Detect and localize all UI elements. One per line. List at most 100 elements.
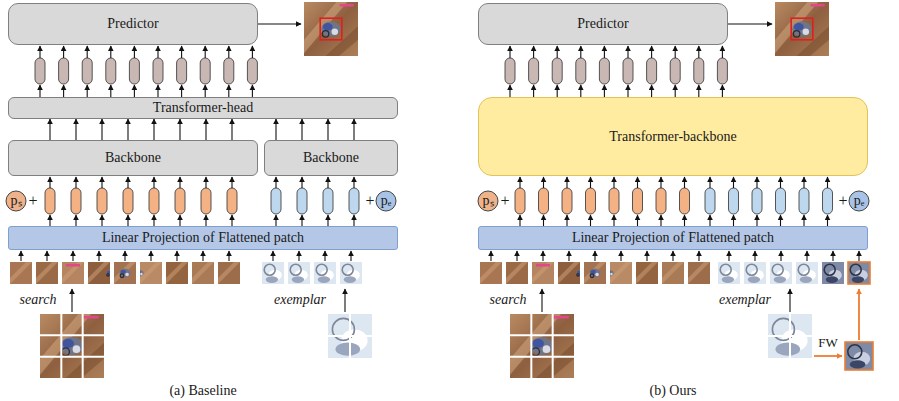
bike-body [530, 337, 553, 355]
flow-arrow [675, 85, 676, 97]
grid-gap [552, 314, 554, 378]
clipped-image [304, 2, 358, 56]
bike-wheel [62, 348, 70, 356]
output-token [247, 58, 257, 84]
clipped-image [192, 262, 214, 284]
feature-arrow [301, 119, 302, 140]
flow-arrow [613, 177, 614, 188]
bike-wheel [532, 348, 540, 356]
overlay-bar [82, 316, 99, 319]
clipped-image [845, 342, 873, 370]
exemplar-rider [722, 276, 734, 283]
search-patch [584, 262, 606, 284]
exemplar-rider [775, 343, 800, 356]
patch-streak [10, 262, 32, 284]
grid-gap [60, 314, 62, 378]
subfigure-caption: (a) Baseline [169, 383, 236, 398]
clipped-image [744, 262, 766, 284]
position-embedding-circle: pₑ [848, 190, 870, 212]
patch-streak [36, 262, 58, 284]
flow-arrow [728, 23, 772, 24]
feature-arrow [101, 119, 102, 140]
flow-arrow [153, 215, 154, 226]
flow-arrow [709, 177, 710, 188]
predictor-box: Predictor [478, 3, 728, 45]
output-token [647, 58, 657, 84]
flow-arrow [205, 177, 206, 188]
grid-gap [82, 314, 84, 378]
exemplar-wheel [772, 264, 783, 275]
bike-wheel [577, 274, 579, 276]
grid-gap [510, 356, 574, 358]
bike-body [590, 269, 601, 277]
exemplar-rider [292, 276, 304, 283]
flow-arrow [275, 215, 276, 226]
flow-arrow [49, 177, 50, 188]
exemplar-ground [744, 262, 766, 284]
flow-arrow [150, 251, 151, 261]
exemplar-wheel [798, 264, 809, 275]
exemplar-wheel [850, 264, 861, 275]
clipped-image [822, 262, 844, 284]
exemplar-ground [845, 342, 873, 370]
flow-arrow [324, 251, 325, 261]
exemplar-wheel [342, 264, 353, 275]
patch-streak [688, 262, 710, 284]
clipped-image [40, 314, 104, 378]
bike-wheel [322, 31, 328, 37]
dirt-ground [775, 2, 829, 56]
tracking-box [320, 18, 342, 40]
clipped-image [506, 262, 528, 284]
feature-arrow [75, 119, 76, 140]
bike-body [106, 270, 110, 276]
flow-arrow [231, 215, 232, 226]
output-token [35, 58, 45, 84]
clipped-image [584, 262, 606, 284]
exemplar-token [799, 188, 809, 214]
flow-arrow [637, 215, 638, 226]
bike-body [321, 21, 340, 36]
clipped-image [288, 262, 310, 284]
node-text: Backbone [105, 150, 161, 165]
flow-arrow [72, 251, 73, 261]
feature-arrow [231, 119, 232, 140]
flow-arrow [557, 46, 558, 58]
exemplar-rider [850, 360, 866, 368]
search-token [656, 188, 666, 214]
flow-arrow [651, 85, 652, 97]
clipped-image [768, 314, 812, 358]
flow-arrow [590, 177, 591, 188]
rider [323, 23, 333, 31]
clipped-image [510, 314, 574, 378]
grid-gap [40, 334, 104, 336]
panel-illustration [480, 2, 873, 378]
node-text: Linear Projection of Flattened patch [102, 230, 304, 245]
flow-arrow [733, 177, 734, 188]
operation-label: FW [818, 336, 838, 350]
circle-shape [849, 191, 869, 211]
flow-arrow [620, 251, 621, 261]
bike-highlight [610, 273, 612, 275]
search-patch [636, 262, 658, 284]
grid-gap [530, 314, 532, 378]
rider [140, 271, 141, 274]
flow-arrow [39, 85, 40, 97]
search-token [515, 188, 525, 214]
bike-body [120, 269, 131, 277]
flow-arrow [179, 177, 180, 188]
flow-arrow [98, 251, 99, 261]
node-text: pₛ [11, 193, 22, 208]
clipped-image [88, 262, 110, 284]
flow-arrow [604, 46, 605, 58]
patch-streak [532, 262, 554, 284]
flow-arrow [580, 85, 581, 97]
flow-arrow [228, 85, 229, 97]
position-embedding-circle: pₛ [5, 190, 27, 212]
warped-patch-border [848, 262, 870, 284]
bike-body [576, 270, 580, 276]
bike-wheel [590, 274, 594, 278]
exemplar-wheel [290, 264, 301, 275]
flow-arrow [543, 177, 544, 188]
search-token [633, 188, 643, 214]
